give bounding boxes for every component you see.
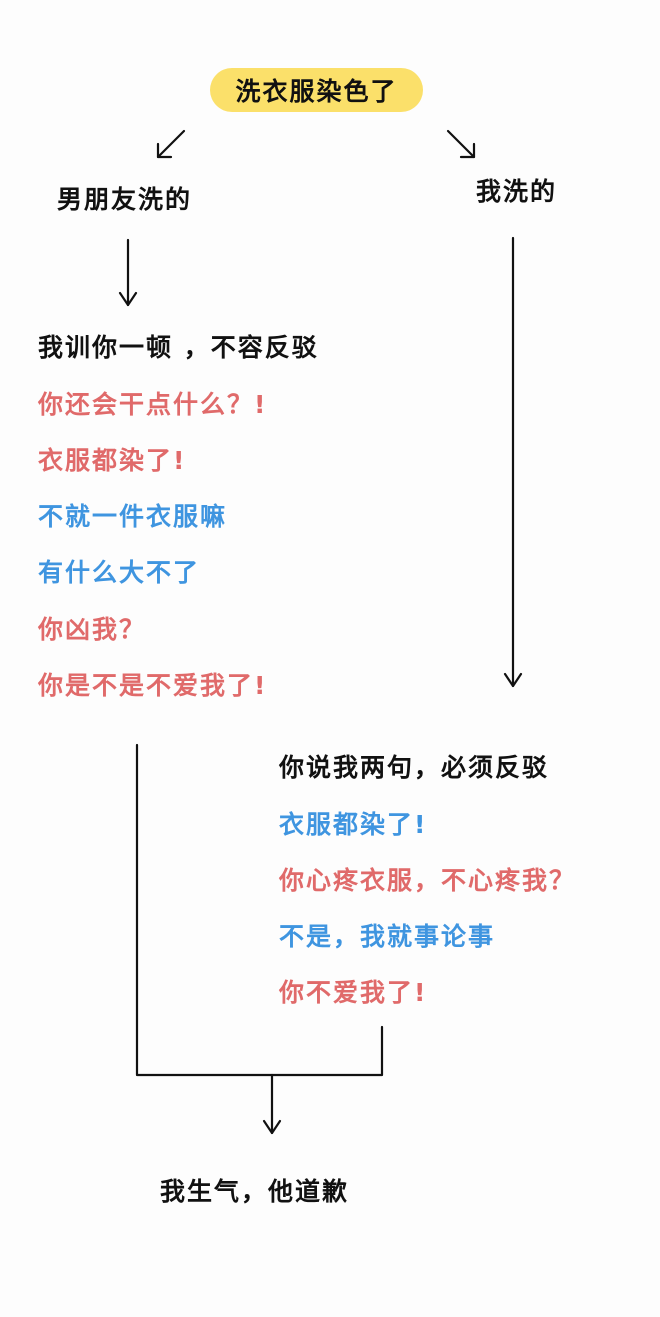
title-pill: 洗衣服染色了 — [210, 68, 423, 112]
dialogue-line: 有什么大不了 — [38, 558, 201, 587]
arrow-left-down-icon — [118, 238, 138, 307]
title-text: 洗衣服染色了 — [235, 77, 398, 106]
dialogue-line: 你心疼衣服，不心疼我？ — [279, 866, 577, 895]
dialogue-line: 衣服都染了! — [38, 446, 187, 475]
merge-connector — [135, 743, 384, 1077]
arrow-right-diagonal-icon — [446, 129, 476, 159]
arrow-right-down-icon — [503, 236, 523, 688]
dialogue-line: 你还会干点什么？! — [38, 390, 268, 419]
branch-label-me: 我洗的 — [476, 177, 558, 206]
dialogue-line: 我训你一顿 ，不容反驳 — [38, 333, 319, 362]
conclusion-text: 我生气，他道歉 — [160, 1177, 350, 1206]
dialogue-line: 不就一件衣服嘛 — [38, 502, 228, 531]
dialogue-line: 你不爱我了! — [279, 978, 428, 1007]
dialogue-line: 你说我两句，必须反驳 — [279, 753, 550, 782]
dialogue-line: 你是不是不爱我了! — [38, 671, 268, 700]
dialogue-line: 不是，我就事论事 — [279, 922, 496, 951]
dialogue-line: 衣服都染了! — [279, 810, 428, 839]
dialogue-line: 你凶我？ — [38, 615, 147, 644]
arrow-merge-down-icon — [262, 1073, 282, 1135]
branch-label-boyfriend: 男朋友洗的 — [57, 185, 193, 214]
arrow-left-diagonal-icon — [156, 129, 186, 159]
